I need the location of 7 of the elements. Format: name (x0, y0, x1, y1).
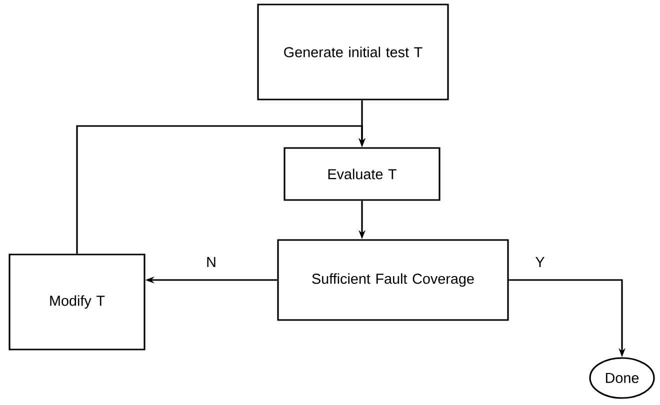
edge-label: N (207, 257, 216, 267)
process-box: Evaluate T (284, 147, 440, 201)
process-box: Generate initial test T (257, 4, 449, 100)
process-box: Sufficient Fault Coverage (277, 239, 509, 321)
edge-label: Y (536, 257, 544, 267)
process-box: Modify T (8, 254, 146, 350)
arrow (76, 125, 366, 254)
